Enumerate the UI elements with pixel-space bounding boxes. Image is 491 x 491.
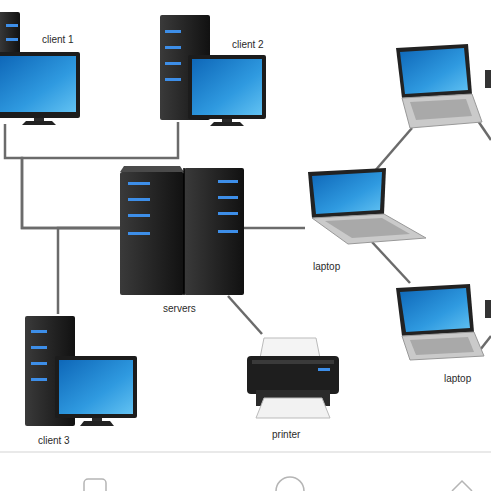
server-tower bbox=[218, 180, 238, 183]
server-tower bbox=[183, 168, 185, 295]
device-label: client 2 bbox=[232, 39, 264, 51]
client-computer bbox=[80, 421, 114, 426]
server-tower bbox=[218, 230, 238, 233]
device-node: client 2 bbox=[158, 14, 268, 122]
cropped-device bbox=[485, 300, 491, 318]
client-computer bbox=[59, 360, 133, 414]
printer-device bbox=[318, 368, 330, 371]
device-node: laptop bbox=[305, 168, 427, 242]
server-tower bbox=[184, 168, 244, 295]
printer-device bbox=[256, 398, 330, 418]
laptop-computer bbox=[402, 94, 482, 128]
laptop-computer bbox=[308, 168, 386, 218]
laptop-computer bbox=[308, 168, 426, 244]
client-computer bbox=[31, 378, 47, 381]
cropped-device bbox=[485, 70, 491, 318]
client-computer bbox=[25, 316, 137, 426]
client-computer bbox=[31, 330, 47, 333]
device-label: printer bbox=[272, 429, 300, 441]
laptop-computer bbox=[396, 284, 484, 360]
device-label: laptop bbox=[313, 261, 340, 273]
printer-device bbox=[252, 360, 334, 364]
server-tower bbox=[120, 172, 184, 295]
client-computer bbox=[165, 30, 181, 33]
printer-device bbox=[247, 338, 339, 418]
printer-device bbox=[260, 338, 320, 358]
laptop-computer bbox=[400, 48, 468, 94]
device-node: printer bbox=[244, 334, 342, 422]
client-computer bbox=[165, 62, 181, 65]
device-node: client 1 bbox=[0, 12, 82, 124]
server-tower bbox=[120, 166, 184, 172]
laptop-computer bbox=[402, 332, 484, 360]
client-computer bbox=[22, 121, 56, 125]
client-computer bbox=[165, 78, 181, 81]
client-computer bbox=[165, 46, 181, 49]
laptop-computer bbox=[312, 214, 426, 244]
client-computer bbox=[6, 24, 18, 27]
server-tower bbox=[128, 198, 150, 201]
server-tower bbox=[128, 214, 150, 217]
network-wire bbox=[480, 336, 491, 350]
laptop-computer bbox=[396, 44, 472, 98]
server-tower bbox=[128, 182, 150, 185]
client-computer bbox=[31, 362, 47, 365]
network-cable bbox=[228, 296, 262, 334]
device-node: client 3 bbox=[24, 314, 136, 426]
client-computer bbox=[31, 346, 47, 349]
phone-nav-bar bbox=[276, 477, 304, 491]
device-label: client 1 bbox=[42, 34, 74, 46]
laptop-computer bbox=[410, 337, 474, 355]
phone-nav-bar bbox=[0, 451, 491, 453]
printer-device bbox=[247, 356, 339, 394]
cropped-device bbox=[485, 70, 491, 88]
client-computer bbox=[6, 38, 18, 41]
client-computer bbox=[210, 122, 244, 126]
client-computer bbox=[160, 15, 266, 126]
client-computer bbox=[0, 56, 76, 112]
laptop-computer bbox=[396, 284, 474, 336]
device-node: laptop bbox=[392, 283, 488, 357]
laptop-computer bbox=[325, 218, 410, 238]
network-cable bbox=[244, 227, 305, 230]
device-node: servers bbox=[120, 166, 244, 296]
laptop-computer bbox=[396, 44, 482, 128]
laptop-computer bbox=[400, 288, 470, 332]
client-computer bbox=[188, 55, 266, 119]
server-tower bbox=[120, 166, 244, 295]
network-cable bbox=[58, 228, 120, 314]
laptop-computer bbox=[312, 172, 382, 214]
server-tower bbox=[218, 196, 238, 199]
device-label: client 3 bbox=[38, 435, 70, 447]
laptop-computer bbox=[410, 99, 472, 120]
network-cable bbox=[372, 242, 410, 283]
server-tower bbox=[128, 232, 150, 235]
device-label: servers bbox=[163, 303, 196, 315]
phone-nav-bar bbox=[0, 452, 491, 491]
device-label: laptop bbox=[444, 373, 471, 385]
client-computer bbox=[0, 52, 80, 118]
client-computer bbox=[55, 356, 137, 418]
server-tower bbox=[218, 212, 238, 215]
phone-nav-bar bbox=[452, 481, 472, 491]
network-wire bbox=[374, 128, 412, 172]
phone-nav-bar bbox=[84, 479, 106, 491]
client-computer bbox=[0, 12, 80, 125]
client-computer bbox=[192, 59, 262, 115]
